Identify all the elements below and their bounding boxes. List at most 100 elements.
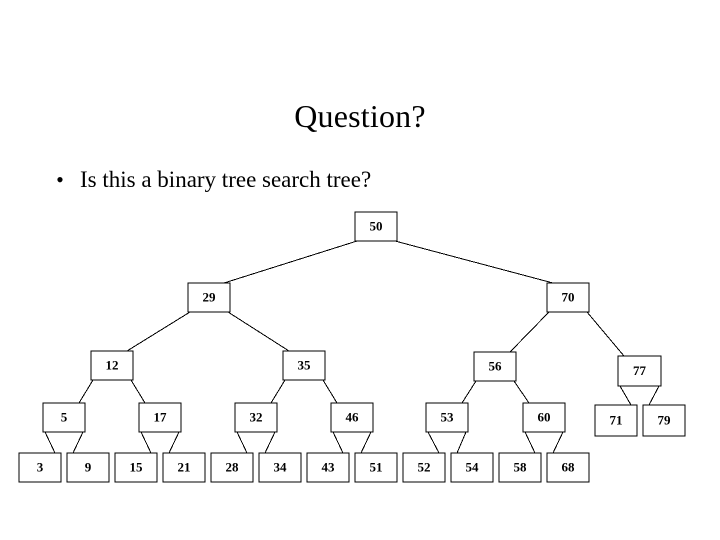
tree-edge-35-46 [322, 379, 338, 404]
tree-node-label: 60 [538, 409, 551, 424]
tree-node-60[interactable]: 60 [522, 402, 566, 433]
tree-node-label: 70 [562, 289, 575, 304]
tree-node-box [258, 452, 302, 483]
tree-edge-77-71 [619, 385, 632, 406]
tree-node-label: 71 [610, 412, 623, 427]
tree-node-12[interactable]: 12 [90, 350, 134, 381]
tree-node-box [546, 452, 590, 483]
tree-node-box [90, 350, 134, 381]
tree-edge-70-56 [509, 311, 550, 353]
tree-edge-12-17 [130, 379, 146, 404]
tree-node-label: 54 [466, 459, 480, 474]
tree-node-box [354, 211, 398, 242]
tree-edge-5-3 [44, 431, 56, 454]
tree-edge-46-51 [360, 431, 372, 454]
tree-node-box [402, 452, 446, 483]
tree-node-46[interactable]: 46 [330, 402, 374, 433]
tree-node-label: 9 [85, 459, 92, 474]
tree-node-label: 34 [274, 459, 288, 474]
tree-node-56[interactable]: 56 [473, 351, 517, 382]
tree-node-52[interactable]: 52 [402, 452, 446, 483]
tree-node-label: 52 [418, 459, 431, 474]
tree-node-35[interactable]: 35 [282, 350, 326, 381]
tree-node-box [354, 452, 398, 483]
tree-node-label: 51 [370, 459, 383, 474]
tree-node-71[interactable]: 71 [594, 404, 638, 437]
tree-node-label: 79 [658, 412, 672, 427]
tree-edge-60-58 [524, 431, 536, 454]
tree-node-5[interactable]: 5 [42, 402, 86, 433]
tree-node-58[interactable]: 58 [498, 452, 542, 483]
page-title: Question? [294, 98, 426, 135]
tree-node-box [18, 452, 62, 483]
tree-node-9[interactable]: 9 [66, 452, 110, 483]
tree-edge-32-28 [236, 431, 248, 454]
tree-edge-56-53 [461, 380, 477, 404]
tree-edge-17-15 [140, 431, 152, 454]
tree-node-label: 17 [154, 409, 168, 424]
tree-node-label: 5 [61, 409, 68, 424]
tree-node-label: 35 [298, 357, 312, 372]
tree-node-box [642, 404, 686, 437]
tree-node-box [522, 402, 566, 433]
tree-node-50[interactable]: 50 [354, 211, 398, 242]
tree-node-box [425, 402, 469, 433]
bullet-item: • Is this a binary tree search tree? [52, 166, 652, 194]
tree-node-group: 50 29 70 12 35 56 77 5 17 32 46 53 60 71 79 3 9 15 21 28 34 4… [18, 211, 686, 483]
tree-node-label: 12 [106, 357, 119, 372]
tree-node-15[interactable]: 15 [114, 452, 158, 483]
tree-edge-29-12 [126, 311, 191, 352]
tree-edge-70-77 [586, 311, 625, 357]
tree-edge-77-79 [648, 385, 660, 406]
tree-node-label: 28 [226, 459, 240, 474]
tree-node-box [498, 452, 542, 483]
tree-node-box [138, 402, 182, 433]
tree-edge-12-5 [78, 379, 94, 404]
tree-node-43[interactable]: 43 [306, 452, 350, 483]
tree-node-box [306, 452, 350, 483]
tree-edge-group [44, 240, 660, 454]
tree-node-29[interactable]: 29 [187, 282, 231, 313]
tree-node-label: 53 [441, 409, 455, 424]
tree-node-28[interactable]: 28 [210, 452, 254, 483]
tree-node-label: 3 [37, 459, 44, 474]
tree-node-box [114, 452, 158, 483]
tree-edge-60-68 [552, 431, 564, 454]
bullet-marker-icon: • [56, 167, 64, 192]
tree-edge-29-35 [227, 311, 290, 352]
tree-node-box [42, 402, 86, 433]
tree-node-label: 43 [322, 459, 336, 474]
tree-node-51[interactable]: 51 [354, 452, 398, 483]
tree-node-box [546, 282, 590, 313]
tree-edge-35-32 [270, 379, 286, 404]
tree-node-17[interactable]: 17 [138, 402, 182, 433]
tree-node-70[interactable]: 70 [546, 282, 590, 313]
tree-node-box [473, 351, 517, 382]
tree-node-box [210, 452, 254, 483]
tree-node-77[interactable]: 77 [617, 355, 662, 387]
tree-edge-56-60 [513, 380, 530, 404]
tree-node-box [282, 350, 326, 381]
tree-node-box [66, 452, 110, 483]
tree-node-box [594, 404, 638, 437]
tree-edge-53-52 [427, 431, 440, 454]
tree-node-label: 46 [346, 409, 360, 424]
tree-node-box [187, 282, 231, 313]
tree-node-box [234, 402, 278, 433]
tree-node-box [450, 452, 494, 483]
tree-node-label: 77 [633, 363, 647, 378]
tree-node-21[interactable]: 21 [162, 452, 206, 483]
tree-node-68[interactable]: 68 [546, 452, 590, 483]
tree-edge-32-34 [264, 431, 276, 454]
tree-node-54[interactable]: 54 [450, 452, 494, 483]
tree-node-32[interactable]: 32 [234, 402, 278, 433]
tree-node-79[interactable]: 79 [642, 404, 686, 437]
tree-node-3[interactable]: 3 [18, 452, 62, 483]
tree-node-34[interactable]: 34 [258, 452, 302, 483]
tree-node-53[interactable]: 53 [425, 402, 469, 433]
tree-node-label: 32 [250, 409, 263, 424]
tree-node-label: 15 [130, 459, 144, 474]
tree-edge-17-21 [168, 431, 180, 454]
